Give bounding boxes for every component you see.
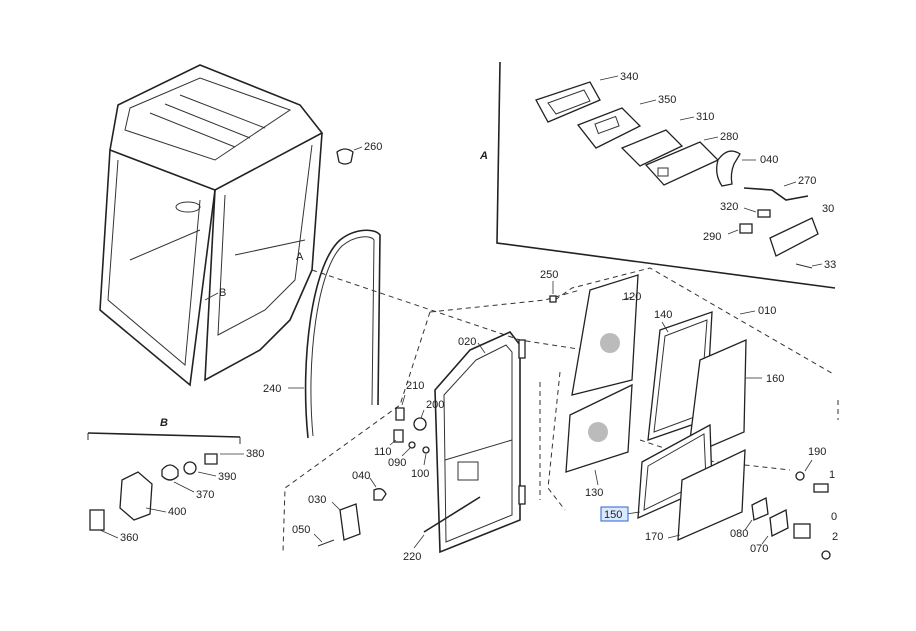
part-070[interactable]: 070 bbox=[750, 509, 789, 555]
part-010: 010 bbox=[739, 305, 776, 317]
cab-body: B A bbox=[99, 64, 324, 387]
label-080: 080 bbox=[730, 528, 748, 540]
label-190: 190 bbox=[808, 446, 826, 458]
label-370: 370 bbox=[196, 489, 214, 501]
part-290[interactable]: 290 bbox=[703, 223, 753, 243]
part-320[interactable]: 320 bbox=[720, 201, 771, 218]
part-310[interactable]: 310 bbox=[620, 111, 714, 167]
label-cut-33: 33 bbox=[824, 259, 836, 271]
label-340: 340 bbox=[620, 71, 638, 83]
part-220[interactable]: 220 bbox=[403, 496, 481, 563]
label-cut-2: 2 bbox=[832, 531, 838, 543]
label-240: 240 bbox=[263, 383, 281, 395]
label-160: 160 bbox=[766, 373, 784, 385]
selected-part-highlight bbox=[600, 506, 629, 522]
detail-a-label: A bbox=[479, 150, 488, 162]
label-380: 380 bbox=[246, 448, 264, 460]
label-350: 350 bbox=[658, 94, 676, 106]
part-260[interactable]: 260 bbox=[336, 141, 382, 165]
part-080[interactable]: 080 bbox=[730, 497, 769, 540]
part-380[interactable]: 380 bbox=[204, 448, 264, 465]
part-250[interactable]: 250 bbox=[540, 269, 558, 303]
part-210[interactable]: 210 bbox=[395, 380, 424, 421]
label-200: 200 bbox=[426, 399, 444, 411]
part-400[interactable]: 400 bbox=[119, 471, 186, 521]
label-290: 290 bbox=[703, 231, 721, 243]
part-100[interactable]: 100 bbox=[411, 446, 430, 480]
part-390[interactable]: 390 bbox=[183, 461, 236, 483]
label-320: 320 bbox=[720, 201, 738, 213]
detail-b-frame: B bbox=[87, 417, 241, 444]
label-220: 220 bbox=[403, 551, 421, 563]
part-350[interactable]: 350 bbox=[576, 94, 676, 149]
part-cut-33[interactable]: 33 bbox=[795, 259, 836, 271]
part-340[interactable]: 340 bbox=[535, 71, 638, 123]
detail-b-label: B bbox=[160, 417, 168, 429]
label-400: 400 bbox=[168, 506, 186, 518]
part-200[interactable]: 200 bbox=[413, 399, 444, 431]
label-cut-30: 30 bbox=[822, 203, 834, 215]
label-070: 070 bbox=[750, 543, 768, 555]
part-360[interactable]: 360 bbox=[89, 509, 138, 544]
part-190[interactable]: 190 1 bbox=[795, 446, 835, 493]
label-140: 140 bbox=[654, 309, 672, 321]
label-cut-1: 1 bbox=[829, 469, 835, 481]
part-110[interactable]: 110 bbox=[374, 429, 404, 458]
label-030: 030 bbox=[308, 494, 326, 506]
label-390: 390 bbox=[218, 471, 236, 483]
part-120-glass[interactable]: 120 bbox=[571, 274, 641, 396]
part-160-glass[interactable]: 160 bbox=[687, 338, 784, 458]
part-040b[interactable]: 040 bbox=[716, 150, 779, 187]
label-360: 360 bbox=[120, 532, 138, 544]
part-130-glass[interactable]: 130 bbox=[565, 383, 633, 499]
label-260: 260 bbox=[364, 141, 382, 153]
part-030[interactable]: 030 bbox=[308, 494, 361, 541]
label-170: 170 bbox=[645, 531, 663, 543]
label-310: 310 bbox=[696, 111, 714, 123]
label-210: 210 bbox=[406, 380, 424, 392]
label-090: 090 bbox=[388, 457, 406, 469]
part-370[interactable]: 370 bbox=[161, 464, 214, 501]
label-020: 020 bbox=[458, 336, 476, 348]
part-170-glass[interactable]: 170 bbox=[645, 448, 746, 543]
label-cut-0: 0 bbox=[831, 511, 837, 523]
label-130: 130 bbox=[585, 487, 603, 499]
label-270: 270 bbox=[798, 175, 816, 187]
part-240[interactable]: 240 bbox=[263, 229, 381, 439]
part-cut-0[interactable]: 0 2 bbox=[793, 511, 838, 560]
label-050: 050 bbox=[292, 524, 310, 536]
part-020-door[interactable]: 020 bbox=[434, 331, 526, 554]
label-250: 250 bbox=[540, 269, 558, 281]
label-120: 120 bbox=[623, 291, 641, 303]
part-090[interactable]: 090 bbox=[388, 441, 416, 469]
part-270[interactable]: 270 bbox=[743, 175, 816, 201]
label-040: 040 bbox=[352, 470, 370, 482]
label-110: 110 bbox=[374, 446, 392, 458]
part-cut-30[interactable]: 30 bbox=[769, 203, 834, 257]
label-280: 280 bbox=[720, 131, 738, 143]
label-040b: 040 bbox=[760, 154, 778, 166]
label-010: 010 bbox=[758, 305, 776, 317]
part-040[interactable]: 040 bbox=[352, 470, 387, 501]
part-050[interactable]: 050 bbox=[292, 524, 335, 547]
detail-a-frame: A bbox=[479, 61, 836, 289]
label-100: 100 bbox=[411, 468, 429, 480]
label-150: 150 bbox=[604, 509, 622, 521]
svg-text:B: B bbox=[219, 287, 226, 299]
svg-text:A: A bbox=[296, 251, 304, 263]
